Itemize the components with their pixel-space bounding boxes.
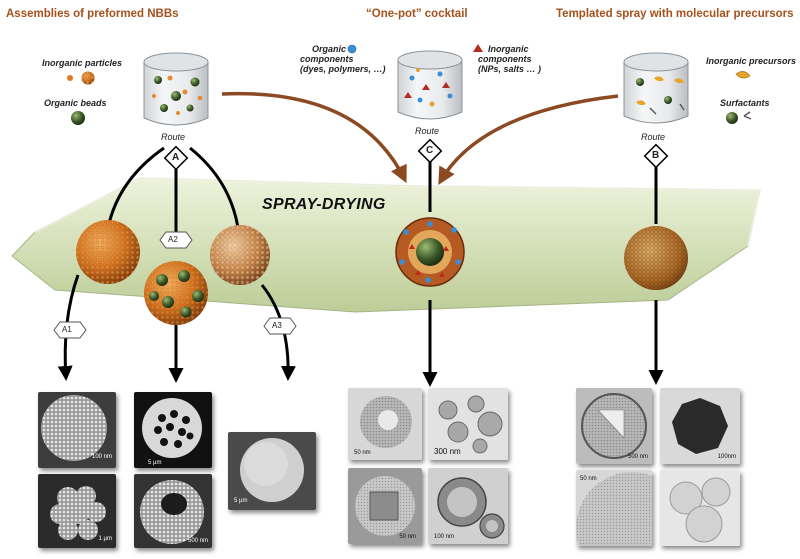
jar-c xyxy=(397,50,463,120)
micrograph-b-right-bottom xyxy=(660,470,740,546)
label-organic-components-1: Organic xyxy=(311,44,346,54)
route-a-letter: A xyxy=(172,152,180,163)
micrograph-b-left-bottom: 50 nm xyxy=(576,470,652,546)
scale-c-left-bottom: 50 nm xyxy=(399,534,416,540)
label-inorganic-particles: Inorganic particles xyxy=(42,58,123,68)
scale-a1-top: 100 nm xyxy=(91,454,112,460)
sphere-a1 xyxy=(76,220,140,284)
inorganic-particles-icon xyxy=(67,71,95,85)
micrograph-a2-top: 5 µm xyxy=(134,392,212,468)
micrograph-c-left-bottom: 50 nm xyxy=(348,468,422,544)
route-a-diamond xyxy=(163,145,189,171)
sphere-a3 xyxy=(210,225,270,285)
label-inorganic-components-1: Inorganic xyxy=(488,44,529,54)
route-a-label: Route xyxy=(161,132,186,142)
route-a1-hexagon xyxy=(53,321,87,339)
scale-a2-top: 5 µm xyxy=(148,460,162,466)
micrograph-c-left-top: 50 nm xyxy=(348,388,422,460)
route-b-diamond xyxy=(643,143,669,169)
route-a3-hexagon xyxy=(263,317,297,335)
surfactant-icon xyxy=(726,111,752,124)
route-c-diamond xyxy=(417,138,443,164)
organic-components-icon xyxy=(347,44,357,54)
scale-a1-bottom: 1 µm xyxy=(98,536,112,542)
route-c-label: Route xyxy=(415,126,440,136)
scale-b-left-top: 500 nm xyxy=(627,454,648,460)
scale-c-right-top: 300 nm xyxy=(434,447,461,456)
inorganic-precursor-icon xyxy=(735,71,751,79)
micrograph-a1-top: 100 nm xyxy=(38,392,116,468)
micrograph-b-right-top: 100nm xyxy=(660,388,740,464)
arrow-b-to-c xyxy=(438,94,619,186)
route-c-letter: C xyxy=(426,145,434,156)
route-b-label: Route xyxy=(641,132,666,142)
label-organic-components-2: components xyxy=(300,54,354,64)
header-templated-spray: Templated spray with molecular precursor… xyxy=(556,8,794,20)
arrow-a-to-c xyxy=(221,91,407,184)
jar-b xyxy=(623,52,689,124)
route-a1-label: A1 xyxy=(62,325,72,334)
organic-beads-icon xyxy=(71,111,85,125)
micrograph-a1-bottom: 1 µm xyxy=(38,474,116,548)
scale-a2-bottom: 500 nm xyxy=(187,538,208,544)
scale-b-right-top: 100nm xyxy=(717,454,736,460)
route-b-letter: B xyxy=(652,150,660,161)
scale-a3: 5 µm xyxy=(234,498,248,504)
label-organic-beads: Organic beads xyxy=(44,98,107,108)
scale-c-left-top: 50 nm xyxy=(354,450,371,456)
micrograph-c-right-top: 300 nm xyxy=(428,388,508,460)
micrograph-b-left-top: 500 nm xyxy=(576,388,652,464)
header-preformed-nbbs: Assemblies of preformed NBBs xyxy=(6,8,179,20)
sphere-b xyxy=(624,226,688,290)
route-a3-label: A3 xyxy=(272,321,282,330)
scale-c-right-bottom: 100 nm xyxy=(434,534,455,540)
sphere-c xyxy=(395,217,465,287)
micrograph-a3: 5 µm xyxy=(228,432,316,510)
label-surfactants: Surfactants xyxy=(720,98,770,108)
route-a2-hexagon xyxy=(159,231,193,249)
micrograph-a2-bottom: 500 nm xyxy=(134,474,212,548)
jar-a xyxy=(143,52,209,126)
label-inorganic-components-3: (NPs, salts … ) xyxy=(478,64,542,74)
sphere-a2 xyxy=(144,261,208,325)
inorganic-components-icon xyxy=(473,44,483,52)
spray-drying-label: SPRAY-DRYING xyxy=(262,196,386,213)
scale-b-left-bottom: 50 nm xyxy=(580,476,597,482)
route-a2-label: A2 xyxy=(168,235,178,244)
header-one-pot: “One-pot” cocktail xyxy=(366,8,468,20)
label-inorganic-components-2: components xyxy=(478,54,532,64)
micrograph-c-right-bottom: 100 nm xyxy=(428,468,508,544)
label-inorganic-precursors: Inorganic precursors xyxy=(706,56,797,66)
label-organic-components-3: (dyes, polymers, …) xyxy=(300,64,386,74)
